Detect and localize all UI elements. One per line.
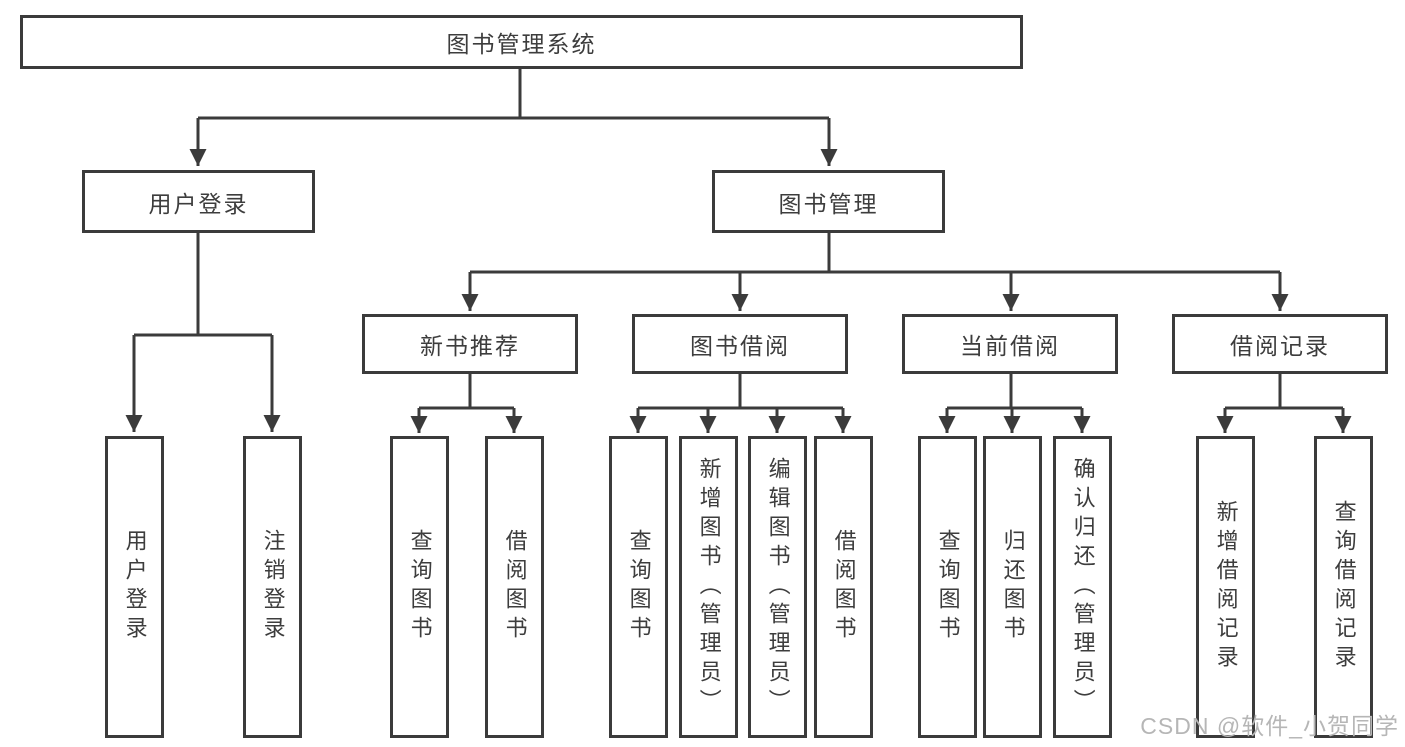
node-label: 借阅记录	[1230, 333, 1330, 359]
node-book-management: 图书管理	[712, 170, 945, 233]
leaf-return-books: 归还图书	[983, 436, 1042, 738]
leaf-add-borrow-record: 新增借阅记录	[1196, 436, 1255, 738]
leaf-user-login: 用户登录	[105, 436, 164, 738]
leaf-edit-book-admin: 编辑图书（管理员）	[748, 436, 807, 738]
node-new-book-recommend: 新书推荐	[362, 314, 578, 374]
leaf-query-books-borrow: 查询图书	[609, 436, 668, 738]
leaf-label: 查询图书	[626, 529, 652, 645]
node-label: 图书借阅	[690, 333, 790, 359]
leaf-query-books-recommend: 查询图书	[390, 436, 449, 738]
leaf-label: 借阅图书	[831, 529, 857, 645]
leaf-label: 编辑图书（管理员）	[765, 456, 791, 718]
leaf-query-borrow-record: 查询借阅记录	[1314, 436, 1373, 738]
leaf-label: 借阅图书	[502, 529, 528, 645]
node-current-borrow: 当前借阅	[902, 314, 1118, 374]
leaf-label: 新增借阅记录	[1213, 500, 1239, 674]
node-book-borrow: 图书借阅	[632, 314, 848, 374]
node-label: 用户登录	[148, 190, 249, 217]
leaf-borrow-books-recommend: 借阅图书	[485, 436, 544, 738]
leaf-confirm-return-admin: 确认归还（管理员）	[1053, 436, 1112, 738]
leaf-logout: 注销登录	[243, 436, 302, 738]
leaf-label: 确认归还（管理员）	[1070, 456, 1096, 718]
connector-arrows	[125, 118, 1352, 433]
leaf-label: 查询图书	[407, 529, 433, 645]
node-borrow-records: 借阅记录	[1172, 314, 1388, 374]
node-library-management-system: 图书管理系统	[20, 15, 1023, 69]
leaf-label: 注销登录	[260, 529, 286, 645]
node-label: 图书管理	[778, 190, 879, 217]
leaf-add-book-admin: 新增图书（管理员）	[679, 436, 738, 738]
leaf-label: 查询图书	[935, 529, 961, 645]
node-label: 图书管理系统	[446, 31, 597, 57]
leaf-label: 归还图书	[1000, 529, 1026, 645]
leaf-label: 新增图书（管理员）	[696, 456, 722, 718]
leaf-query-books-current: 查询图书	[918, 436, 977, 738]
node-label: 新书推荐	[420, 333, 520, 359]
node-user-login: 用户登录	[82, 170, 315, 233]
csdn-watermark: CSDN @软件_小贺同学	[1140, 713, 1399, 739]
connector-trunks	[134, 69, 1343, 410]
leaf-label: 用户登录	[122, 529, 148, 645]
leaf-borrow-books: 借阅图书	[814, 436, 873, 738]
leaf-label: 查询借阅记录	[1331, 500, 1357, 674]
node-label: 当前借阅	[960, 333, 1060, 359]
